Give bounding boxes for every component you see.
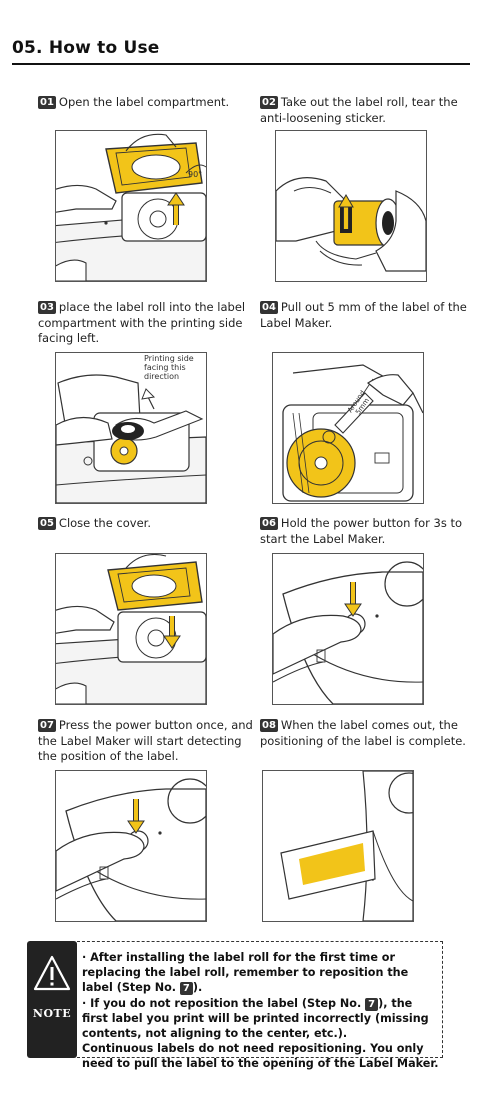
take-out-roll-illustration (276, 177, 426, 272)
note-box (77, 941, 443, 1058)
step-08-number: 08 (260, 719, 278, 732)
step-06-text: Hold the power button for 3s to start th… (260, 516, 463, 546)
step-03-number: 03 (38, 301, 56, 314)
angle-label: 90° (188, 170, 202, 179)
note-line3: Continuous labels do not need reposition… (82, 1042, 439, 1071)
step-01-illustration: 90° (55, 130, 207, 282)
step-04-text: Pull out 5 mm of the label of the Label … (260, 300, 467, 330)
title-divider (12, 63, 470, 65)
step-02-text: Take out the label roll, tear the anti-l… (260, 95, 458, 125)
step-02-illustration (275, 130, 427, 282)
note-step-ref-2: 7 (365, 997, 379, 1011)
step-03-text: place the label roll into the label comp… (38, 300, 246, 345)
step-04-illustration: Around 5mm (272, 352, 424, 504)
note-text: · After installing the label roll for th… (82, 950, 440, 1072)
callout-line-2: facing this (144, 363, 186, 372)
step-08-illustration (262, 770, 414, 922)
step-05-text: Close the cover. (58, 516, 152, 530)
step-01-number: 01 (38, 96, 56, 109)
note-line1-b: ). (192, 981, 203, 995)
hold-power-illustration (273, 561, 423, 704)
step-05-number: 05 (38, 517, 56, 530)
step-04-number: 04 (260, 301, 278, 314)
label-out-illustration (280, 771, 413, 921)
step-05-illustration (55, 553, 207, 705)
pull-label-illustration: Around 5mm (282, 364, 423, 502)
press-power-illustration (56, 778, 206, 921)
step-06-number: 06 (260, 517, 278, 530)
callout-line-3: direction (144, 372, 179, 381)
note-badge: NOTE (27, 941, 77, 1058)
note-line1-a: · After installing the label roll for th… (82, 951, 409, 995)
step-06-illustration (272, 553, 424, 705)
note-line2-b: ), the first label you print will be pri… (82, 996, 429, 1041)
callout-line-1: Printing side (144, 354, 194, 363)
open-compartment-illustration: 90° (56, 133, 206, 281)
step-01-text: Open the label compartment. (58, 95, 230, 109)
step-08-text: When the label comes out, the positionin… (260, 718, 466, 748)
note-step-ref-1: 7 (179, 982, 193, 996)
step-07-illustration (55, 770, 207, 922)
step-02-number: 02 (260, 96, 278, 109)
step-07-text: Press the power button once, and the Lab… (38, 718, 253, 763)
page-title: 05. How to Use (12, 38, 160, 58)
note-label: NOTE (32, 1007, 72, 1020)
close-cover-illustration (56, 554, 206, 704)
place-roll-illustration: Printing side facing this direction (56, 354, 206, 503)
step-07-number: 07 (38, 719, 56, 732)
note-line2-a: · If you do not reposition the label (St… (82, 996, 366, 1010)
warning-triangle-icon (33, 955, 71, 991)
step-03-illustration: Printing side facing this direction (55, 352, 207, 504)
